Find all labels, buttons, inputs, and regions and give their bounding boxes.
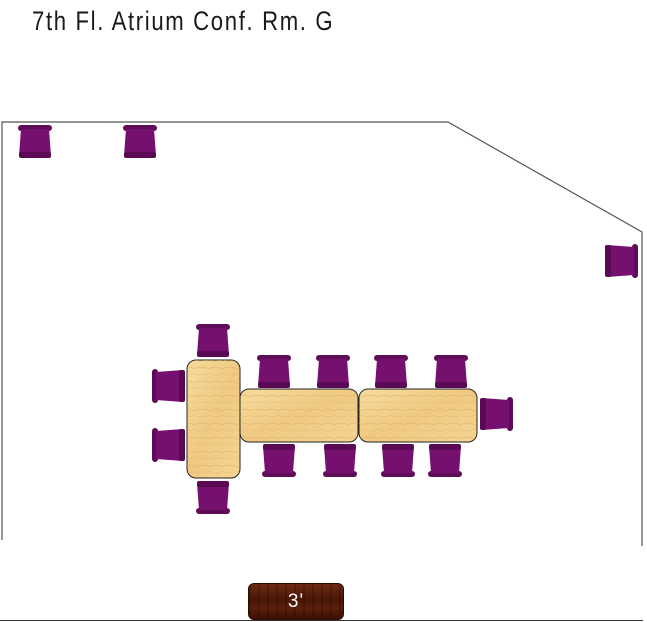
chair[interactable] xyxy=(480,397,513,431)
chair[interactable] xyxy=(323,444,357,477)
chair[interactable] xyxy=(316,355,350,388)
scale-bar: 3' xyxy=(248,583,344,620)
chair[interactable] xyxy=(605,244,638,278)
chair[interactable] xyxy=(196,481,230,514)
table[interactable] xyxy=(239,388,359,443)
chair[interactable] xyxy=(434,355,468,388)
chair[interactable] xyxy=(152,369,185,403)
chair[interactable] xyxy=(381,444,415,477)
room-wall xyxy=(1,121,643,546)
chair[interactable] xyxy=(262,444,296,477)
table[interactable] xyxy=(358,388,478,443)
bottom-rule xyxy=(0,620,643,621)
chair[interactable] xyxy=(18,125,52,158)
chair[interactable] xyxy=(374,355,408,388)
chair[interactable] xyxy=(123,125,157,158)
chair[interactable] xyxy=(257,355,291,388)
scale-bar-label: 3' xyxy=(287,590,305,612)
chair[interactable] xyxy=(152,428,185,462)
table[interactable] xyxy=(186,359,241,479)
chair[interactable] xyxy=(428,444,462,477)
chair[interactable] xyxy=(196,324,230,357)
room-title: 7th Fl. Atrium Conf. Rm. G xyxy=(32,6,335,36)
